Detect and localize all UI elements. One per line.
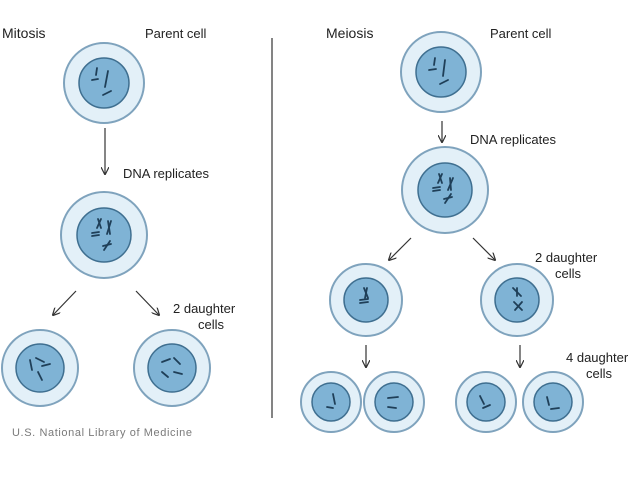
- meiosis-replicated-cell: [401, 146, 489, 234]
- mitosis-daughter-label-line1: 2 daughter: [173, 301, 236, 316]
- meiosis-title: Meiosis: [326, 25, 373, 41]
- mitosis-arrow-right: [135, 290, 159, 315]
- credit-text: U.S. National Library of Medicine: [12, 427, 193, 439]
- meiosis-4-daughter-label-line2: cells: [586, 366, 613, 381]
- meiosis-2-daughter-label-line2: cells: [555, 266, 582, 281]
- meiosis-final-cell-4: [522, 371, 584, 433]
- meiosis-final-cell-3: [455, 371, 517, 433]
- meiosis-2-daughter-label-line1: 2 daughter: [535, 250, 598, 265]
- meiosis-arrow-right: [472, 237, 495, 260]
- mitosis-dna-replicates-label: DNA replicates: [123, 166, 209, 181]
- meiosis-dna-replicates-label: DNA replicates: [470, 132, 556, 147]
- meiosis-4-daughter-label-line1: 4 daughter: [566, 350, 629, 365]
- meiosis-daughter-cell-1: [329, 263, 403, 337]
- mitosis-replicated-cell: [60, 191, 148, 279]
- meiosis-parent-cell-label: Parent cell: [490, 26, 552, 41]
- arrows: [53, 121, 520, 367]
- mitosis-parent-cell: [63, 42, 145, 124]
- meiosis-arrow-left: [389, 237, 412, 260]
- mitosis-daughter-label-line2: cells: [198, 317, 225, 332]
- mitosis-daughter-cell-left: [1, 329, 79, 407]
- meiosis-daughter-cell-2: [480, 263, 554, 337]
- mitosis-arrow-left: [53, 290, 77, 315]
- mitosis-parent-cell-label: Parent cell: [145, 26, 207, 41]
- meiosis-parent-cell: [400, 31, 482, 113]
- mitosis-daughter-cell-right: [133, 329, 211, 407]
- mitosis-title: Mitosis: [2, 25, 46, 41]
- meiosis-final-cell-1: [300, 371, 362, 433]
- meiosis-final-cell-2: [363, 371, 425, 433]
